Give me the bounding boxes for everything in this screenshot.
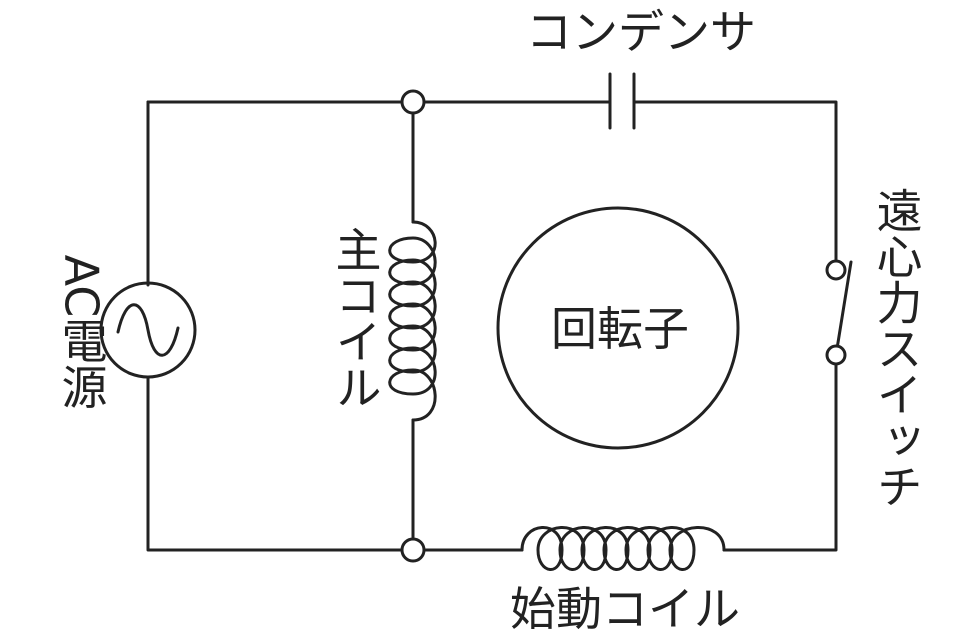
wire-start-coil-to-right <box>722 353 838 552</box>
rotor-label: 回転子 <box>551 302 689 356</box>
terminal-bottom-junction <box>400 537 426 563</box>
centrifugal-switch-label: 遠心力スイッチ <box>870 187 924 509</box>
start-coil-symbol <box>520 526 726 571</box>
wire-left-lower <box>146 375 415 552</box>
ac-source-symbol <box>99 281 197 379</box>
terminal-top-junction <box>400 89 426 115</box>
ac-source-label: AC電源 <box>55 255 109 410</box>
start-coil-label: 始動コイル <box>510 582 740 636</box>
rotor-circle <box>496 206 740 450</box>
capacitor-symbol <box>608 72 636 130</box>
capacitor-label: コンデンサ <box>526 5 756 59</box>
main-coil-label: 主コイル <box>329 226 383 410</box>
main-coil-symbol <box>388 220 437 422</box>
centrifugal-switch-symbol <box>825 259 853 366</box>
wire-capacitor-to-right <box>632 100 838 264</box>
